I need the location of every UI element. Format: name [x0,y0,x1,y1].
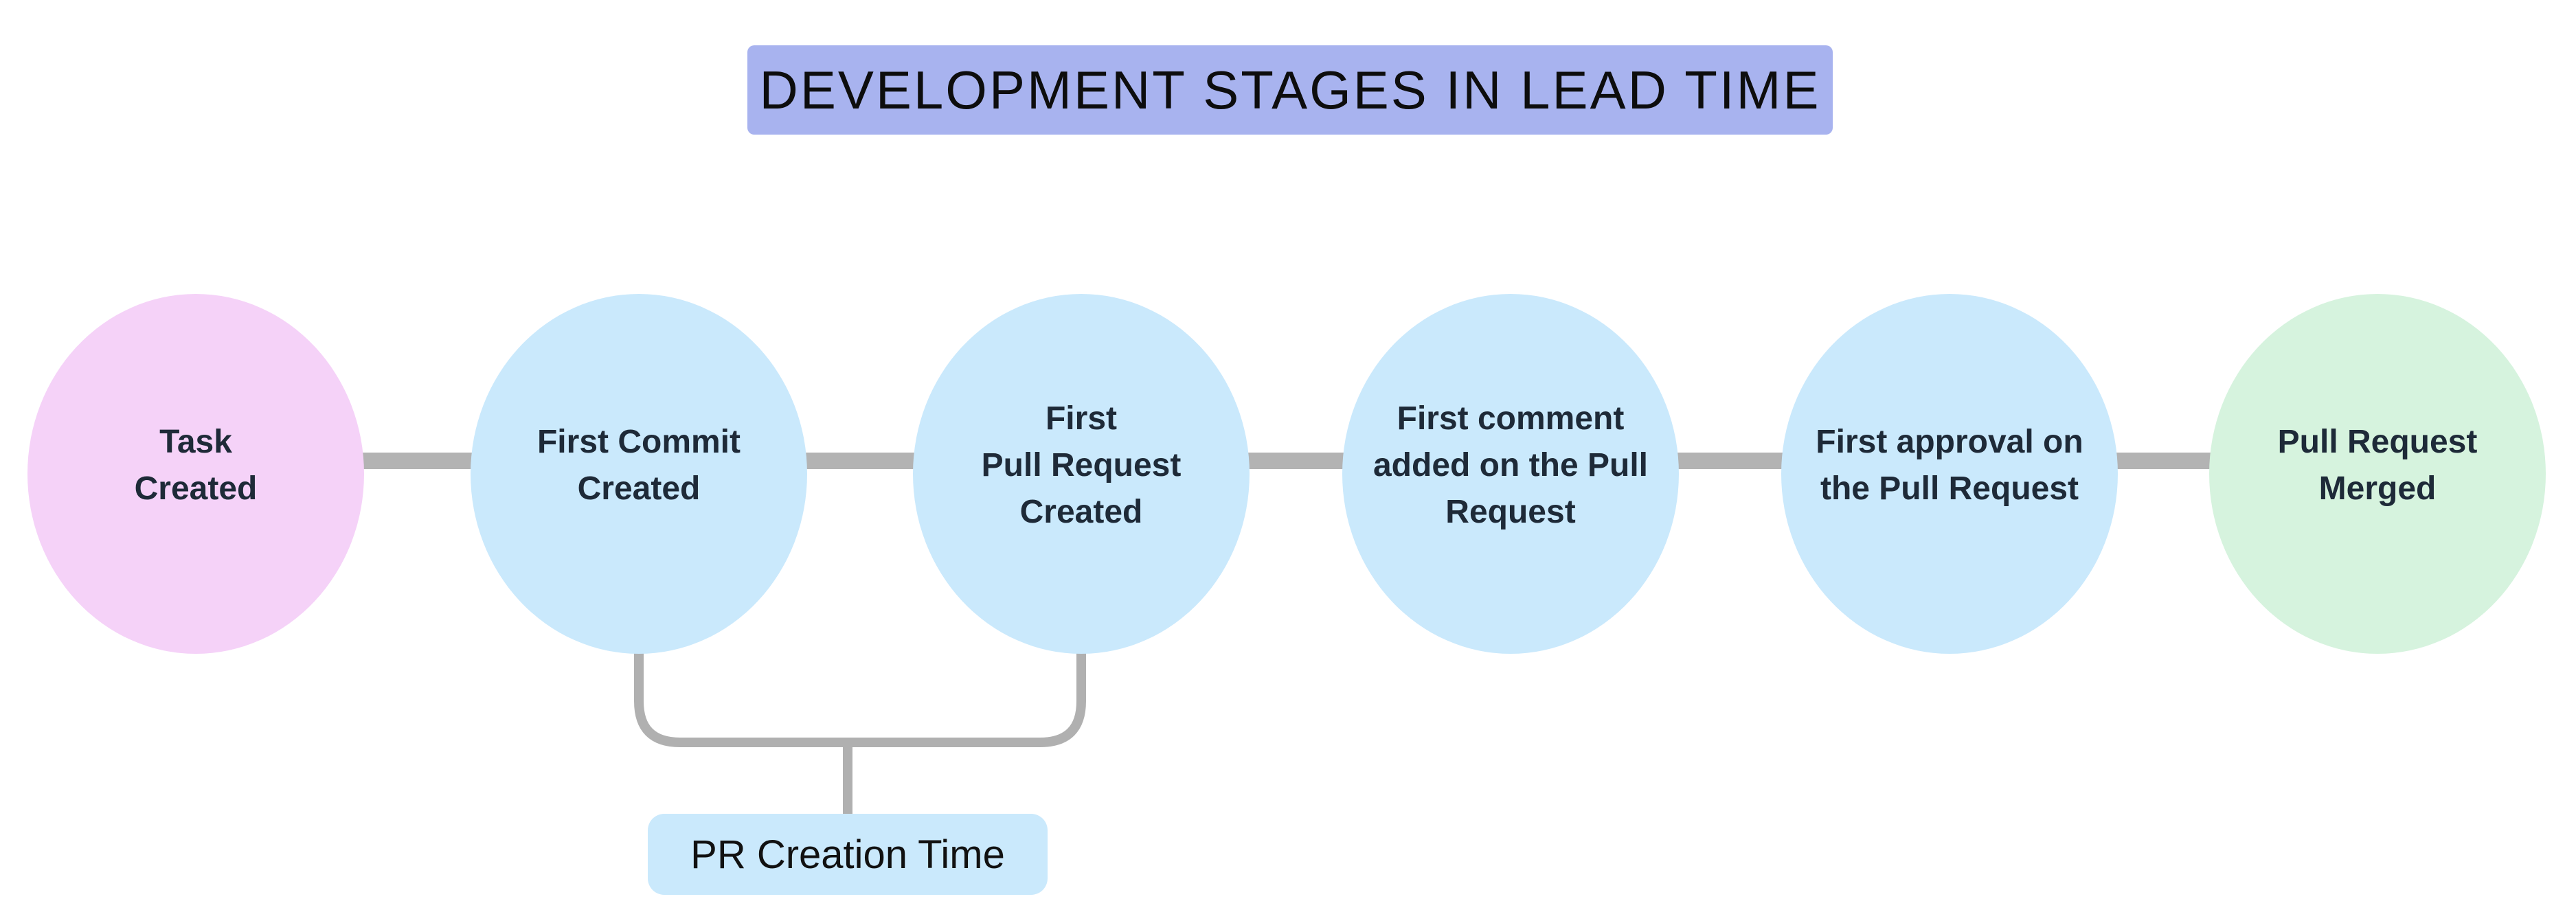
stage-label: First comment added on the Pull Request [1373,396,1648,536]
stage-first-commit-created: First Commit Created [471,294,807,654]
stage-label-line: First [1045,400,1117,437]
bracket-curve [634,649,1086,747]
stage-first-pr-created: First Pull Request Created [913,294,1250,654]
stage-label-line: added on the Pull [1372,446,1648,483]
stage-label-line: Request [1445,494,1576,531]
stage-label: Task Created [135,419,258,512]
stage-label: First Commit Created [537,419,741,512]
stage-label-line: Created [1019,494,1143,531]
stage-first-approval: First approval on the Pull Request [1781,294,2118,654]
stage-label-line: First comment [1397,400,1625,437]
pr-creation-time-label: PR Creation Time [648,814,1048,895]
stage-label: First approval on the Pull Request [1816,419,2083,512]
diagram-title: DEVELOPMENT STAGES IN LEAD TIME [747,45,1833,135]
stage-label: Pull Request Merged [2278,419,2478,512]
stage-label: First Pull Request Created [982,396,1182,536]
stage-task-created: Task Created [27,294,364,654]
stage-label-line: Task [159,423,232,460]
stage-label-line: the Pull Request [1820,470,2079,507]
stage-label-line: First Commit [536,423,741,460]
stage-label-line: Pull Request [981,446,1182,483]
stage-label-line: Created [134,470,258,507]
stage-pr-merged: Pull Request Merged [2209,294,2546,654]
stage-label-line: Pull Request [2277,423,2478,460]
stage-first-comment-added: First comment added on the Pull Request [1342,294,1679,654]
stage-label-line: Created [577,470,701,507]
stage-label-line: First approval on [1816,423,2083,460]
stage-label-line: Merged [2318,470,2437,507]
